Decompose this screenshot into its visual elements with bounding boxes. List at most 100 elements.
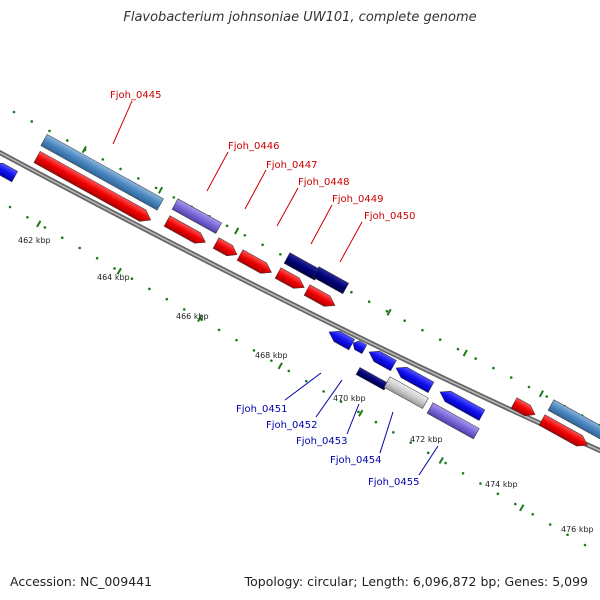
minor-tick bbox=[65, 139, 69, 142]
gene-label-fjoh-0446[interactable]: Fjoh_0446 bbox=[228, 141, 279, 152]
minor-tick bbox=[339, 400, 343, 403]
minor-tick bbox=[225, 224, 229, 228]
cds-fjoh-0452[interactable] bbox=[351, 339, 368, 355]
feature-fjoh-0454[interactable] bbox=[383, 376, 429, 409]
major-tick bbox=[81, 146, 87, 154]
minor-tick bbox=[350, 290, 353, 294]
cds-fjoh-0447[interactable] bbox=[212, 237, 240, 260]
minor-tick bbox=[509, 376, 513, 379]
minor-tick bbox=[235, 338, 238, 342]
feature-fjoh-0455[interactable] bbox=[426, 402, 480, 440]
minor-tick bbox=[270, 359, 273, 362]
minor-tick bbox=[367, 300, 371, 303]
label-leader bbox=[310, 204, 333, 245]
minor-tick bbox=[30, 120, 34, 123]
gene-label-fjoh-0448[interactable]: Fjoh_0448 bbox=[298, 177, 349, 188]
minor-tick bbox=[95, 256, 99, 260]
forward-gene-labels: Fjoh_0445 Fjoh_0446 Fjoh_0447 Fjoh_0448 … bbox=[110, 90, 415, 263]
minor-tick bbox=[474, 357, 477, 360]
minor-tick bbox=[154, 186, 158, 190]
label-leader bbox=[346, 403, 360, 435]
gene-label-fjoh-0447[interactable]: Fjoh_0447 bbox=[266, 160, 317, 171]
label-leader bbox=[284, 372, 322, 401]
minor-tick bbox=[374, 420, 378, 424]
feature-fjoh-0450[interactable] bbox=[312, 266, 349, 295]
minor-tick bbox=[243, 234, 247, 237]
minor-tick bbox=[479, 482, 482, 485]
label-leader bbox=[276, 187, 299, 227]
cds-fjoh-0448b[interactable] bbox=[274, 267, 307, 293]
minor-tick bbox=[48, 129, 51, 133]
major-tick bbox=[157, 186, 164, 194]
cds-fjoh-0445[interactable] bbox=[33, 150, 154, 225]
tick-label: 468 kbp bbox=[255, 351, 288, 360]
gene-label-fjoh-0454[interactable]: Fjoh_0454 bbox=[330, 455, 381, 466]
minor-tick bbox=[43, 226, 47, 229]
cds-fjoh-0451[interactable] bbox=[326, 327, 355, 351]
cds-fjoh-0446[interactable] bbox=[163, 215, 208, 248]
minor-tick bbox=[78, 246, 81, 250]
minor-tick bbox=[304, 379, 308, 383]
feature-right-edge[interactable] bbox=[547, 399, 600, 440]
major-tick bbox=[234, 227, 240, 235]
gene-label-fjoh-0452[interactable]: Fjoh_0452 bbox=[266, 420, 317, 431]
minor-tick bbox=[279, 252, 282, 256]
major-tick bbox=[519, 504, 525, 512]
gene-label-fjoh-0449[interactable]: Fjoh_0449 bbox=[332, 194, 383, 205]
tick-rows bbox=[8, 110, 600, 547]
cds-fjoh-0454[interactable] bbox=[393, 363, 435, 393]
gene-label-fjoh-0445[interactable]: Fjoh_0445 bbox=[110, 90, 161, 101]
cds-fjoh-0449[interactable] bbox=[303, 284, 338, 311]
tick-label: 476 kbp bbox=[561, 525, 594, 534]
major-tick bbox=[36, 220, 42, 228]
tick-label: 462 kbp bbox=[18, 236, 51, 245]
tick-label: 474 kbp bbox=[485, 480, 518, 489]
major-tick bbox=[197, 315, 203, 323]
label-leader bbox=[339, 221, 363, 263]
minor-tick bbox=[252, 349, 256, 352]
minor-tick bbox=[421, 328, 424, 332]
genome-summary-text: Topology: circular; Length: 6,096,872 bp… bbox=[244, 574, 588, 589]
minor-tick bbox=[26, 215, 29, 219]
minor-tick bbox=[287, 369, 291, 373]
major-tick bbox=[358, 409, 364, 417]
minor-tick bbox=[8, 205, 12, 209]
cds-left-edge[interactable] bbox=[0, 159, 18, 183]
gene-label-fjoh-0453[interactable]: Fjoh_0453 bbox=[296, 436, 347, 447]
label-leader bbox=[418, 445, 439, 476]
cds-right-2[interactable] bbox=[538, 414, 590, 451]
label-leader bbox=[206, 151, 229, 192]
minor-tick bbox=[531, 512, 535, 516]
label-leader bbox=[244, 169, 267, 210]
gene-label-fjoh-0451[interactable]: Fjoh_0451 bbox=[236, 404, 287, 415]
minor-tick bbox=[496, 492, 500, 496]
cds-fjoh-0453[interactable] bbox=[366, 347, 397, 372]
minor-tick bbox=[261, 243, 264, 247]
cds-fjoh-0455[interactable] bbox=[437, 387, 486, 421]
cds-right-1[interactable] bbox=[510, 397, 538, 420]
major-tick bbox=[277, 362, 283, 370]
major-tick bbox=[386, 308, 392, 316]
cds-fjoh-0448a[interactable] bbox=[236, 249, 274, 278]
minor-tick bbox=[101, 158, 105, 161]
feature-fjoh-0445[interactable] bbox=[40, 133, 164, 211]
gene-label-fjoh-0450[interactable]: Fjoh_0450 bbox=[364, 211, 415, 222]
feature-fjoh-0453[interactable] bbox=[355, 367, 389, 391]
minor-tick bbox=[12, 110, 16, 114]
minor-tick bbox=[165, 297, 169, 301]
minor-tick bbox=[182, 308, 186, 311]
feature-fjoh-0449[interactable] bbox=[283, 252, 321, 281]
minor-tick bbox=[392, 431, 395, 434]
minor-tick bbox=[492, 366, 495, 370]
gene-label-fjoh-0455[interactable]: Fjoh_0455 bbox=[368, 477, 419, 488]
minor-tick bbox=[409, 441, 413, 444]
minor-tick bbox=[172, 196, 176, 199]
minor-tick bbox=[217, 328, 221, 332]
minor-tick bbox=[119, 167, 122, 171]
feature-fjoh-0446[interactable] bbox=[171, 198, 222, 234]
minor-tick bbox=[545, 395, 549, 398]
minor-tick bbox=[444, 461, 447, 465]
minor-tick bbox=[514, 502, 517, 506]
minor-tick bbox=[456, 347, 460, 351]
